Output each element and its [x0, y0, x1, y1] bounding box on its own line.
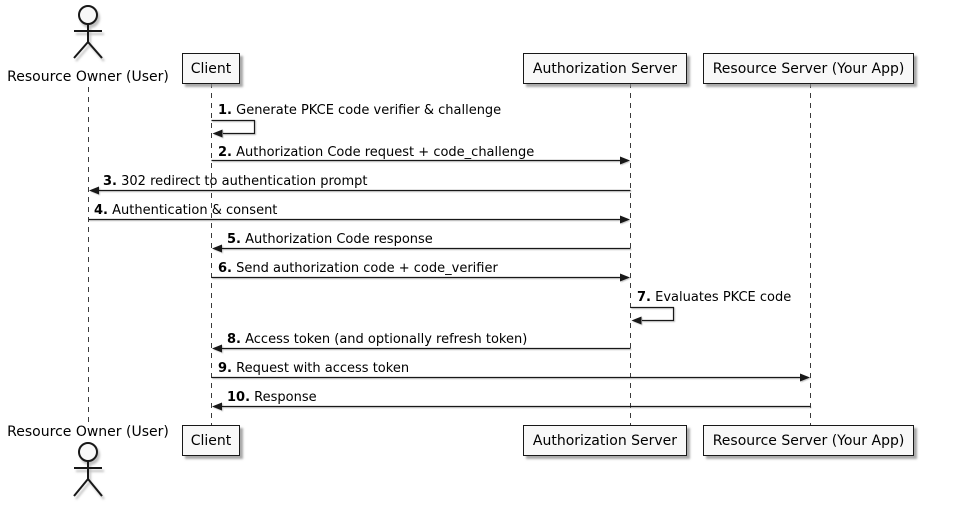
- lifelines: [88, 83, 811, 425]
- participant-client-top: Client: [182, 53, 240, 84]
- participant-resource-server-top: Resource Server (Your App): [703, 53, 914, 84]
- message-1-label: 1. Generate PKCE code verifier & challen…: [218, 103, 502, 118]
- actor-label-resource-owner-bottom: Resource Owner (User): [7, 424, 169, 440]
- participant-resource-server-bottom: Resource Server (Your App): [703, 425, 914, 456]
- participant-auth-server-top: Authorization Server: [523, 53, 687, 84]
- message-7-label: 7. Evaluates PKCE code: [637, 290, 792, 305]
- message-4-label: 4. Authentication & consent: [94, 203, 278, 218]
- actor-label-resource-owner-top: Resource Owner (User): [7, 69, 169, 85]
- arrow-msg-7: [630, 306, 675, 322]
- actor-icon-bottom: [73, 442, 103, 497]
- message-10-label: 10. Response: [227, 390, 317, 405]
- message-5-label: 5. Authorization Code response: [227, 232, 433, 247]
- arrow-msg-1: [211, 119, 256, 135]
- message-6-label: 6. Send authorization code + code_verifi…: [218, 261, 498, 276]
- participant-auth-server-bottom: Authorization Server: [523, 425, 687, 456]
- participant-client-bottom: Client: [182, 425, 240, 456]
- message-9-label: 9. Request with access token: [218, 361, 410, 376]
- message-8-label: 8. Access token (and optionally refresh …: [227, 332, 528, 347]
- actor-icon-top: [73, 5, 103, 59]
- message-2-label: 2. Authorization Code request + code_cha…: [218, 145, 535, 160]
- message-3-label: 3. 302 redirect to authentication prompt: [103, 174, 368, 189]
- message-arrows: [88, 119, 811, 411]
